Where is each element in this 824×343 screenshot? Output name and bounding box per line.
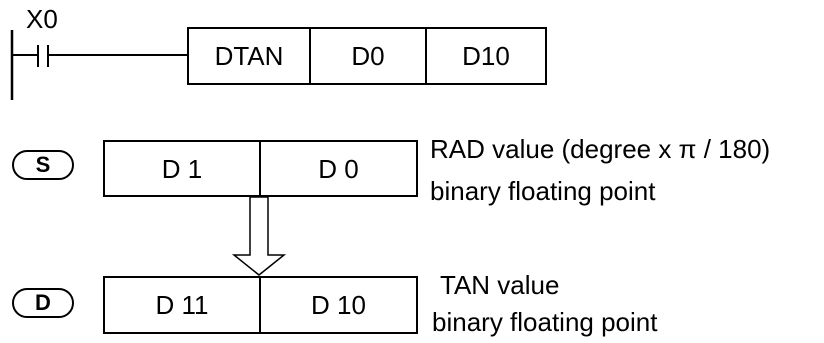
destination-description-line1: TAN value xyxy=(440,270,560,300)
destination-register-low: D 10 xyxy=(311,290,366,320)
destination-description-line2: binary floating point xyxy=(432,307,658,337)
source-badge-outline xyxy=(12,150,74,180)
destination-register-high: D 11 xyxy=(155,290,209,320)
source-register-high: D 1 xyxy=(161,153,203,184)
transfer-arrow xyxy=(231,196,287,276)
source-description-line2: binary floating point xyxy=(430,176,656,206)
destination-badge-outline xyxy=(12,288,74,318)
instruction-mnemonic: DTAN xyxy=(214,41,284,71)
destination-badge: D xyxy=(35,290,51,315)
source-description-line1: RAD value (degree x π / 180) xyxy=(430,134,771,164)
contact-label: X0 xyxy=(26,4,58,34)
instruction-box xyxy=(187,27,547,85)
source-register-low: D 0 xyxy=(318,153,359,184)
instruction-operand-source: D0 xyxy=(351,41,385,71)
source-badge: S xyxy=(35,152,51,177)
instruction-operand-destination: D10 xyxy=(462,41,510,71)
